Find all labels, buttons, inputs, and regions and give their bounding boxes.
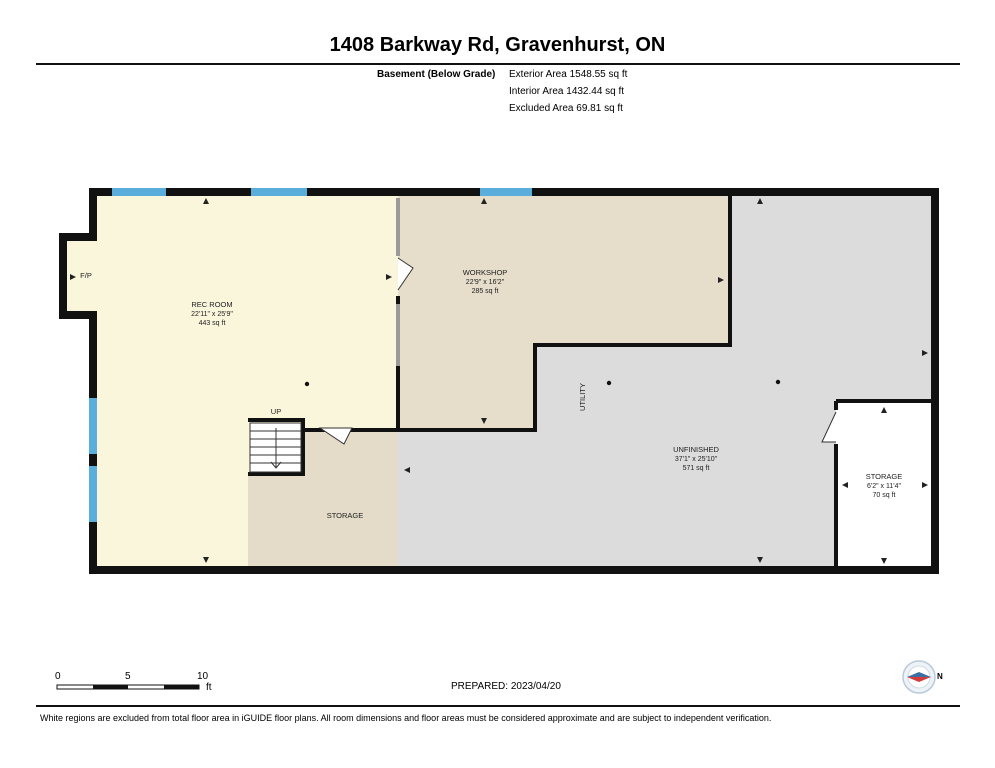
- utility-label: UTILITY: [578, 383, 587, 411]
- workshop-dims: 22'9" x 16'2": [466, 279, 505, 286]
- scale-tick-0: 0: [55, 671, 61, 682]
- storage-small-dims: 6'2" x 11'4": [867, 483, 901, 490]
- unfinished-area-label: 571 sq ft: [683, 465, 710, 472]
- compass-north-label: N: [937, 672, 943, 681]
- doors: [318, 257, 837, 445]
- storage-name: STORAGE: [327, 511, 364, 520]
- header-divider: [36, 63, 960, 65]
- scale-unit: ft: [206, 682, 212, 693]
- rec-room-area: [63, 192, 398, 570]
- rec-room-dims: 22'11" x 25'9": [191, 311, 233, 318]
- windows: [89, 188, 532, 522]
- page-title: 1408 Barkway Rd, Gravenhurst, ON: [329, 34, 666, 56]
- center-dots: [304, 379, 781, 387]
- unfinished-dims: 37'1" x 25'10": [675, 456, 718, 463]
- storage-small-area-label: 70 sq ft: [873, 492, 896, 499]
- storage-small-name: STORAGE: [866, 472, 903, 481]
- rec-room-name: REC ROOM: [191, 300, 232, 309]
- footer-divider: [36, 705, 960, 707]
- footer-disclaimer: White regions are excluded from total fl…: [40, 713, 772, 723]
- unfinished-name: UNFINISHED: [673, 445, 719, 454]
- level-label: Basement (Below Grade): [377, 69, 496, 80]
- rec-room-area-label: 443 sq ft: [199, 320, 226, 327]
- fireplace-label: F/P: [80, 271, 92, 280]
- unfinished-area: [398, 192, 935, 570]
- stairs-up-label: UP: [271, 407, 281, 416]
- workshop-name: WORKSHOP: [463, 268, 508, 277]
- scale-bar: [56, 684, 200, 690]
- scale-tick-10: 10: [197, 671, 209, 682]
- scale-tick-5: 5: [125, 671, 131, 682]
- prepared-date: PREPARED: 2023/04/20: [451, 681, 561, 692]
- workshop-area: [398, 192, 730, 430]
- exterior-walls: [59, 188, 939, 574]
- excluded-area: Excluded Area 69.81 sq ft: [509, 103, 623, 114]
- storage-small-area: [836, 401, 935, 570]
- interior-area: Interior Area 1432.44 sq ft: [509, 86, 625, 97]
- storage-area: [248, 430, 398, 570]
- dimension-arrows: [70, 198, 928, 564]
- exterior-area: Exterior Area 1548.55 sq ft: [509, 69, 628, 80]
- workshop-area-label: 285 sq ft: [472, 288, 499, 295]
- stairs: [249, 422, 302, 473]
- compass-icon: [902, 660, 936, 694]
